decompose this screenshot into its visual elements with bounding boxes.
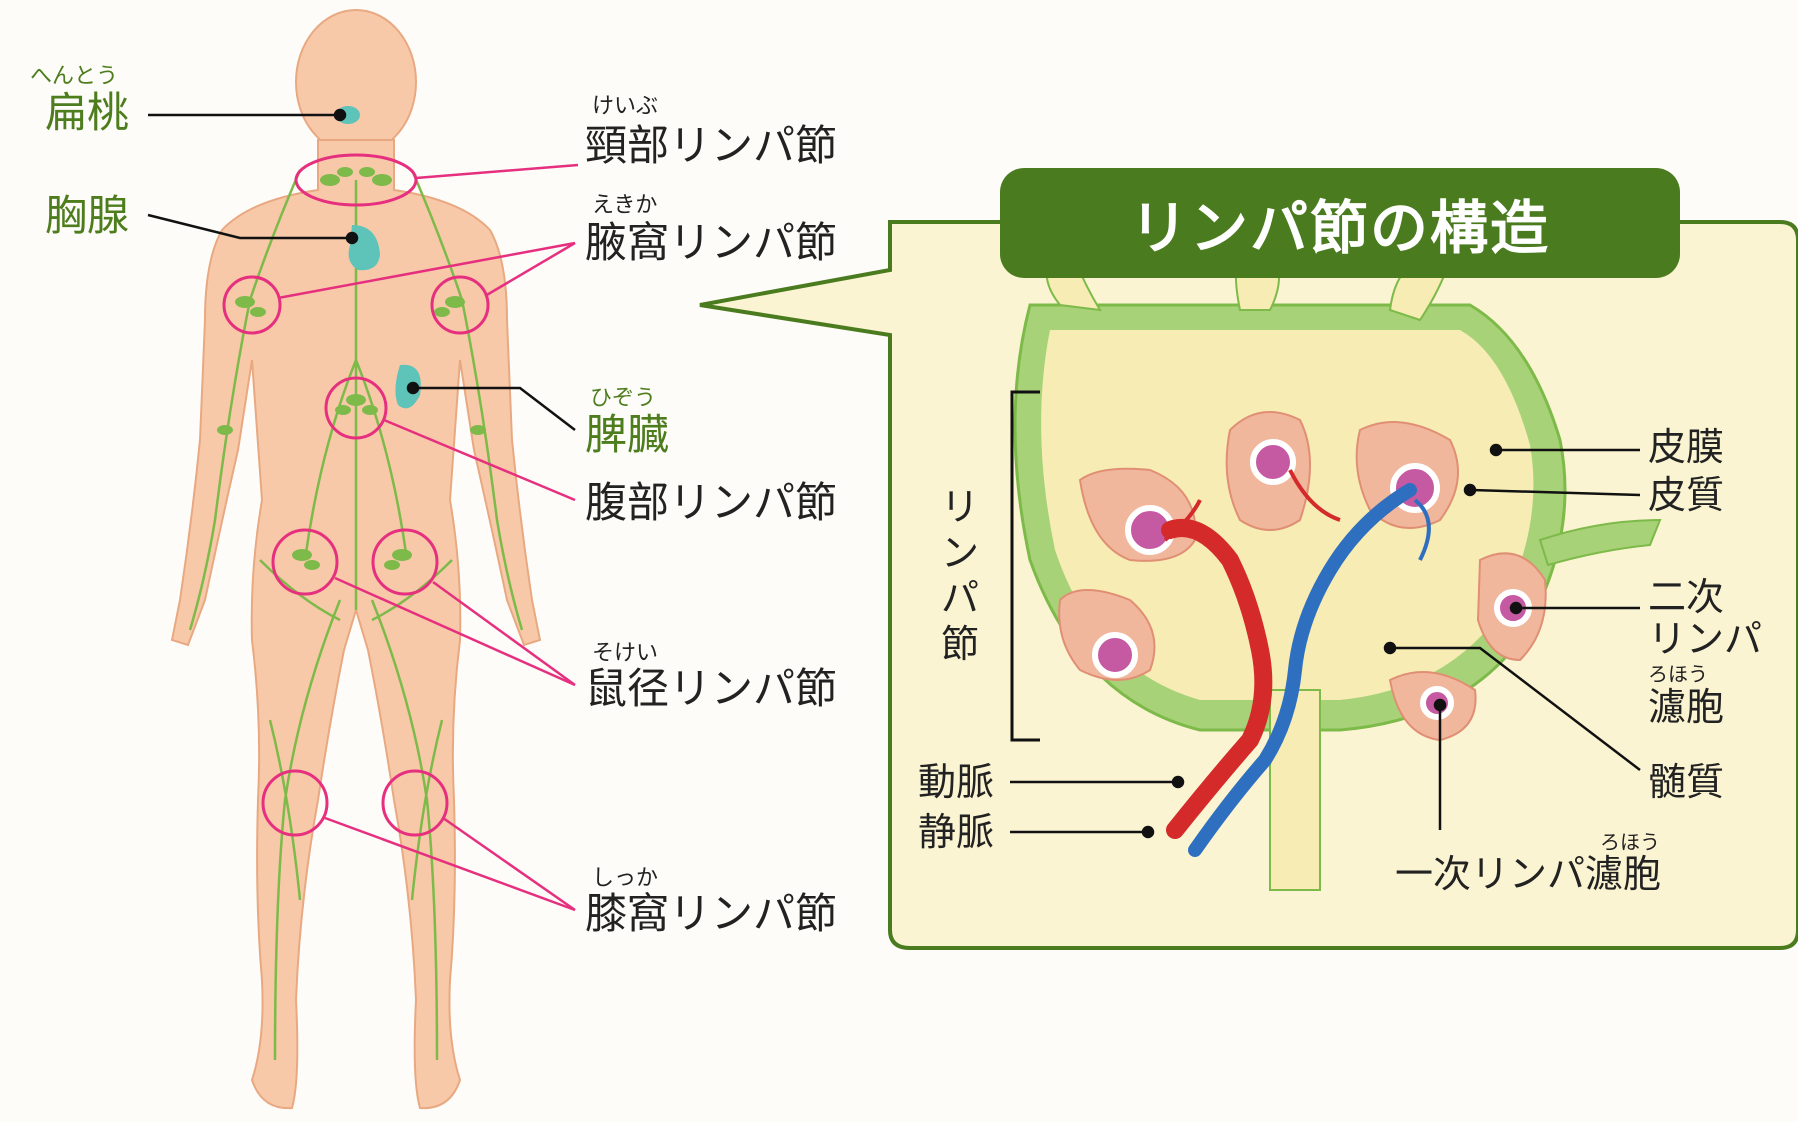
abdominal-label: 腹部リンパ節 bbox=[585, 482, 837, 524]
artery-label: 動脈 bbox=[918, 763, 994, 801]
secondary-follicle-ruby: ろほう bbox=[1648, 664, 1708, 684]
secondary-follicle-label-2: リンパ bbox=[1648, 620, 1762, 658]
medulla-label: 髄質 bbox=[1648, 763, 1724, 801]
vein-label: 静脈 bbox=[918, 813, 994, 851]
popliteal-ruby: しっか bbox=[592, 868, 658, 890]
spleen-label: 脾臓 bbox=[585, 414, 669, 456]
spleen-ruby: ひぞう bbox=[590, 388, 656, 410]
lymph-node-vertical-label: リンパ節 bbox=[940, 485, 980, 667]
tonsil-ruby: へんとう bbox=[30, 66, 118, 88]
axillary-label: 腋窩リンパ節 bbox=[585, 222, 837, 264]
tonsil-label: 扁桃 bbox=[45, 92, 129, 134]
axillary-ruby: えきか bbox=[592, 195, 657, 217]
primary-follicle-ruby: ろほう bbox=[1600, 832, 1660, 852]
inguinal-label: 鼠径リンパ節 bbox=[585, 668, 837, 710]
thymus-label: 胸腺 bbox=[45, 195, 129, 237]
capsule-label: 皮膜 bbox=[1648, 428, 1724, 466]
primary-follicle-label: 一次リンパ濾胞 bbox=[1395, 855, 1661, 893]
diagram-title: リンパ節の構造 bbox=[1000, 168, 1680, 278]
secondary-follicle-label-3: 濾胞 bbox=[1648, 688, 1724, 726]
cervical-ruby: けいぶ bbox=[592, 96, 658, 118]
popliteal-label: 膝窩リンパ節 bbox=[585, 893, 837, 935]
cortex-label: 皮質 bbox=[1648, 476, 1724, 514]
cervical-label: 頸部リンパ節 bbox=[585, 125, 837, 167]
secondary-follicle-label-1: 二次 bbox=[1648, 578, 1724, 616]
inguinal-ruby: そけい bbox=[592, 643, 658, 665]
